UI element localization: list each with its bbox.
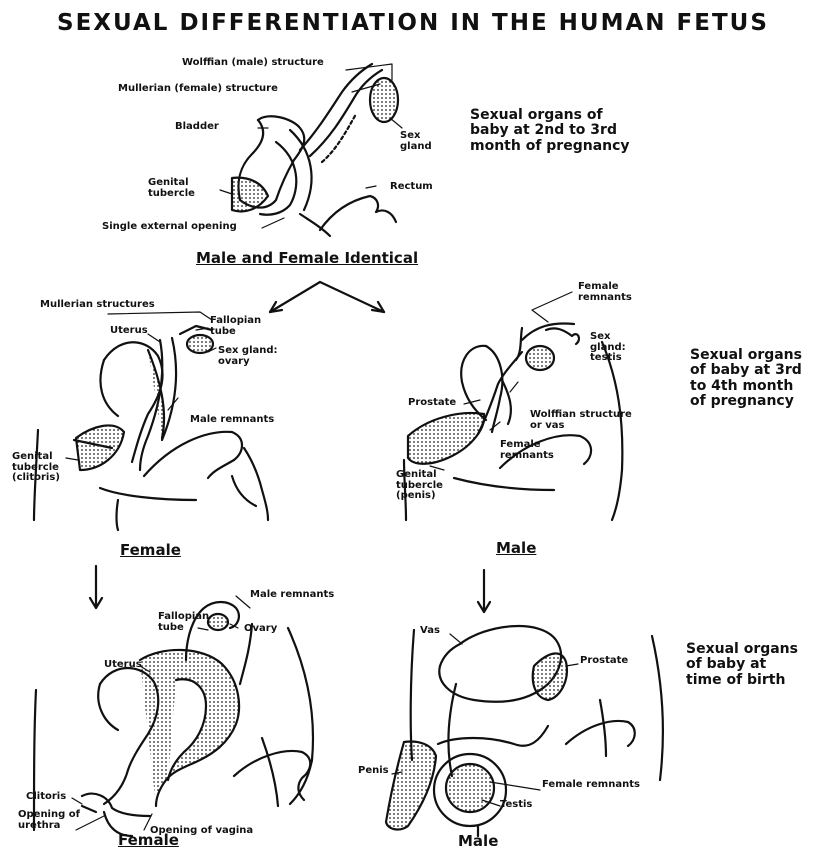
s2f-label-male-remnants: Male remnants bbox=[190, 415, 274, 426]
s3f-label-clitoris: Clitoris bbox=[26, 792, 66, 803]
s3f-label-ovary: Ovary bbox=[244, 624, 277, 635]
s1-label-rectum: Rectum bbox=[390, 182, 433, 193]
s2f-tubercle bbox=[76, 425, 124, 470]
s2m-remnants-top bbox=[546, 328, 579, 344]
s2m-label-prostate: Prostate bbox=[408, 398, 456, 409]
s2m-label-genital-tubercle: Genital tubercle (penis) bbox=[396, 470, 443, 502]
s3m-label-testis: Testis bbox=[500, 800, 532, 811]
s1-label-sex-gland: Sex gland bbox=[400, 131, 432, 152]
s2-description: Sexual organs of baby at 3rd to 4th mont… bbox=[690, 348, 830, 410]
s2f-ovary bbox=[187, 335, 213, 353]
s3m-label-female-remnants: Female remnants bbox=[542, 780, 640, 791]
split-arrow-left bbox=[270, 282, 320, 312]
s3f-label-male-remnants: Male remnants bbox=[250, 590, 334, 601]
stage1-rectum bbox=[320, 196, 396, 230]
split-arrow-right bbox=[320, 282, 384, 312]
s3f-label-urethra: Opening of urethra bbox=[18, 810, 80, 831]
s3f-label-uterus: Uterus bbox=[104, 660, 142, 671]
stage1-ducts bbox=[300, 64, 372, 150]
female-down-arrow bbox=[90, 566, 102, 608]
s1-caption: Male and Female Identical bbox=[196, 251, 418, 267]
s2m-testis bbox=[526, 346, 554, 370]
s2m-label-female-remnants: Female remnants bbox=[500, 440, 554, 461]
s3m-testis bbox=[446, 764, 494, 812]
s3f-caption: Female bbox=[118, 833, 179, 849]
s3m-label-penis: Penis bbox=[358, 766, 389, 777]
s2f-outer bbox=[100, 488, 196, 500]
male-down-arrow bbox=[478, 570, 490, 612]
s2f-rectum bbox=[144, 432, 242, 478]
stage1-canal bbox=[260, 142, 296, 215]
s2f-label-fallopian: Fallopian tube bbox=[210, 316, 261, 337]
page-title: SEXUAL DIFFERENTIATION IN THE HUMAN FETU… bbox=[57, 11, 769, 35]
s2m-tubercle bbox=[408, 413, 484, 464]
s2f-caption: Female bbox=[120, 543, 181, 559]
s3m-label-prostate: Prostate bbox=[580, 656, 628, 667]
s2m-label-female-remnants-top: Female remnants bbox=[578, 282, 632, 303]
s3-description: Sexual organs of baby at time of birth bbox=[686, 642, 826, 688]
stage1-sex-gland bbox=[370, 78, 398, 122]
s1-label-wolffian: Wolffian (male) structure bbox=[182, 58, 324, 69]
s1-label-bladder: Bladder bbox=[175, 122, 219, 133]
s2f-label-genital-tubercle: Genital tubercle (clitoris) bbox=[12, 452, 60, 484]
s1-label-genital-tubercle: Genital tubercle bbox=[148, 178, 195, 199]
s3m-caption: Male bbox=[458, 834, 498, 850]
s3f-ovary bbox=[208, 614, 228, 630]
s2m-label-sex-gland-testis: Sex gland: testis bbox=[590, 332, 626, 364]
s1-label-single-opening: Single external opening bbox=[102, 222, 237, 233]
s2f-label-uterus: Uterus bbox=[110, 326, 148, 337]
s3m-label-vas: Vas bbox=[420, 626, 440, 637]
s2m-caption: Male bbox=[496, 541, 536, 557]
s3m-rectum bbox=[566, 721, 635, 746]
s1-description: Sexual organs of baby at 2nd to 3rd mont… bbox=[470, 108, 670, 154]
s3m-prostate bbox=[533, 653, 567, 700]
s2f-label-mullerian: Mullerian structures bbox=[40, 300, 155, 311]
s1-label-mullerian: Mullerian (female) structure bbox=[118, 84, 278, 95]
s2m-label-wolffian: Wolffian structure or vas bbox=[530, 410, 632, 431]
s3f-label-fallopian: Fallopian tube bbox=[158, 612, 209, 633]
s2f-label-sex-gland-ovary: Sex gland: ovary bbox=[218, 346, 278, 367]
